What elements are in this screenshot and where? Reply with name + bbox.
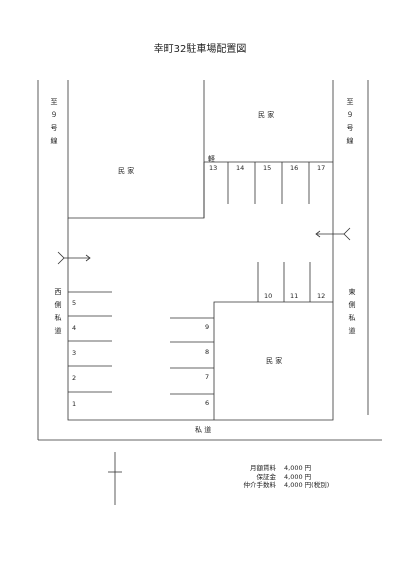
- inner-space-7: 7: [205, 373, 210, 381]
- middle-space-10: 10: [264, 292, 273, 300]
- left-space-4: 4: [72, 324, 77, 332]
- inner-space-8: 8: [205, 348, 210, 356]
- lot-boundary: [67, 80, 334, 421]
- east-road-label: 東側私道: [348, 288, 356, 335]
- fee-table: 月額賃料 4,000 円 保証金 4,000 円 仲介手数料 4,000 円(税…: [228, 464, 348, 490]
- top-space-14: 14: [236, 164, 245, 172]
- top-space-13: 13: [209, 164, 218, 172]
- left-space-3: 3: [72, 349, 77, 357]
- left-space-2: 2: [72, 374, 77, 382]
- light-vehicle-label: 軽: [208, 155, 215, 163]
- fee-row: 月額賃料 4,000 円: [250, 464, 312, 472]
- house-left-outline: [67, 80, 205, 219]
- left-parking-lines: [68, 291, 112, 393]
- middle-space-11: 11: [290, 292, 299, 300]
- inner-space-6: 6: [205, 399, 210, 407]
- top-right-road-label: 至９号線: [346, 98, 354, 145]
- top-space-17: 17: [317, 164, 326, 172]
- page-title: 幸町32駐車場配置図: [153, 44, 247, 55]
- fee-row: 保証金 4,000 円: [256, 472, 312, 481]
- inner-space-9: 9: [205, 323, 210, 331]
- top-space-16: 16: [290, 164, 299, 172]
- south-road-label: 私 道: [195, 426, 212, 434]
- fee-row: 仲介手数料 4,000 円(税別): [243, 481, 330, 489]
- top-space-15: 15: [263, 164, 272, 172]
- middle-parking-lines: [257, 262, 311, 302]
- left-space-5: 5: [72, 299, 77, 307]
- top-left-road-label: 至９号線: [50, 98, 58, 145]
- inner-parking-lines: [170, 317, 214, 395]
- middle-space-12: 12: [317, 292, 326, 300]
- house-left-label: 民 家: [118, 167, 135, 175]
- north-arrow: [108, 452, 122, 505]
- house-center-outline: [213, 301, 333, 420]
- left-space-1: 1: [72, 400, 77, 408]
- west-road-label: 西側私道: [54, 288, 62, 335]
- house-center-label: 民 家: [266, 357, 283, 365]
- top-parking-lines: [227, 162, 310, 204]
- entrance-arrows: [57, 227, 351, 265]
- house-top-right-label: 民 家: [258, 111, 275, 119]
